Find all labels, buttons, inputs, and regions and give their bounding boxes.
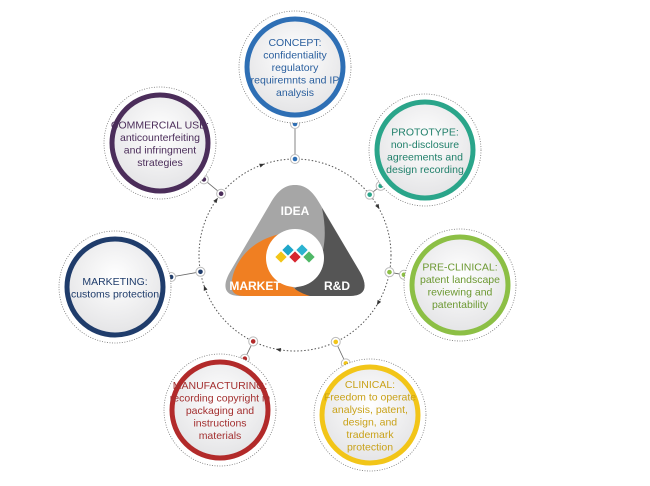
stage-title: COMMERCIAL USE: xyxy=(111,119,209,131)
stage-description-line: anticounterfeiting xyxy=(120,132,200,144)
stage-node-marketing[interactable]: MARKETING:customs protection xyxy=(58,230,172,344)
stage-description-line: design, and xyxy=(343,416,397,428)
cycle-arrow-icon xyxy=(376,299,382,306)
stage-description-line: protection xyxy=(347,441,393,453)
segment-rnd xyxy=(262,208,365,296)
stage-node-manufacturing[interactable]: MANUFACTURING:recording copyright inpack… xyxy=(163,353,277,467)
stage-description-line: materials xyxy=(199,430,242,442)
connector-dot-core xyxy=(292,156,298,162)
stage-description-line: packaging and xyxy=(186,405,254,417)
cycle-arrow-icon xyxy=(375,203,380,210)
logo-diamond-icon xyxy=(289,251,301,263)
stage-title: PROTOTYPE: xyxy=(391,126,459,138)
stage-description-line: requiremnts and IP xyxy=(251,75,340,87)
cycle-arrow-icon xyxy=(213,197,218,204)
cycle-arrow-icon xyxy=(203,285,208,291)
node-color-ring xyxy=(64,236,166,338)
connector-dot-core xyxy=(198,269,203,275)
stage-description-line: patentability xyxy=(432,299,489,311)
center-triangle: IDEA R&D MARKET xyxy=(225,185,365,296)
stage-description-line: customs protection xyxy=(71,288,159,300)
logo-diamond-icon xyxy=(303,251,315,263)
stage-description-line: agreements and xyxy=(387,151,463,163)
stage-title: PRE-CLINICAL: xyxy=(422,261,497,273)
stage-description-line: instructions xyxy=(193,418,246,430)
stage-description-line: confidentiality xyxy=(263,50,327,62)
stage-description-line: analysis xyxy=(276,87,314,99)
stage-nodes: CONCEPT:confidentialityregulatoryrequire… xyxy=(58,10,517,472)
stage-title: CONCEPT: xyxy=(268,37,321,49)
stage-title: CLINICAL: xyxy=(345,379,395,391)
stage-description-line: non-disclosure xyxy=(391,139,459,151)
node-color-ring xyxy=(374,99,476,201)
node-color-ring xyxy=(409,234,511,336)
stage-description-line: reviewing and xyxy=(428,286,493,298)
stage-title: MANUFACTURING: xyxy=(173,380,268,392)
stage-description-line: strategies xyxy=(137,157,183,169)
logo-diamond-icon xyxy=(282,244,294,256)
stage-description-line: patent landscape xyxy=(420,274,500,286)
connectors xyxy=(166,119,409,369)
connector-dot-core xyxy=(250,339,256,344)
node-color-ring xyxy=(319,364,421,466)
stage-description-line: Freedom to operate xyxy=(324,391,416,403)
stage-description-line: recording copyright in xyxy=(170,393,271,405)
logo-diamond-icon xyxy=(296,244,308,256)
stage-description-line: analysis, patent, xyxy=(332,404,408,416)
segment-label-rnd: R&D xyxy=(324,279,350,293)
node-color-ring xyxy=(244,16,346,118)
connector-dot-core xyxy=(333,339,339,345)
segment-label-idea: IDEA xyxy=(281,204,310,218)
cycle-arrow-icon xyxy=(275,348,282,352)
stage-description-line: trademark xyxy=(346,429,394,441)
connector-dot-core xyxy=(367,192,372,197)
stage-node-concept[interactable]: CONCEPT:confidentialityregulatoryrequire… xyxy=(238,10,352,124)
node-color-ring xyxy=(169,359,271,461)
connector-dot-core xyxy=(387,269,392,275)
stage-description-line: design recording xyxy=(386,164,464,176)
logo-diamond-icon xyxy=(275,251,287,263)
segment-label-market: MARKET xyxy=(229,279,281,293)
node-color-ring xyxy=(109,92,211,194)
stage-description-line: regulatory xyxy=(272,62,319,74)
connector-dot-core xyxy=(218,191,224,197)
cycle-arrow-icon xyxy=(259,163,265,168)
stage-title: MARKETING: xyxy=(82,276,147,288)
stage-description-line: and infringment xyxy=(124,144,196,156)
